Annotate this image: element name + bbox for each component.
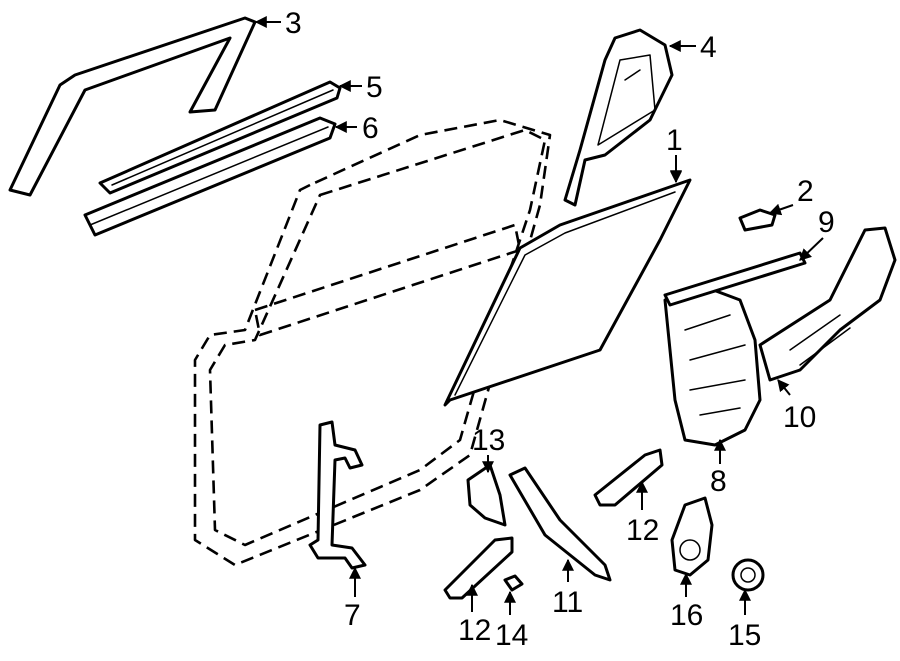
callout-4: 4 — [700, 31, 717, 64]
callout-12-upper: 12 — [626, 514, 659, 547]
window-regulator — [663, 283, 762, 447]
mounting-plate — [466, 463, 507, 527]
window-motor — [670, 496, 714, 577]
stationary-glass — [563, 28, 674, 207]
outer-belt-weatherstrip — [98, 80, 342, 195]
callout-11: 11 — [552, 586, 583, 619]
callout-12-lower: 12 — [458, 614, 491, 647]
callout-8: 8 — [710, 465, 727, 498]
regulator-carrier — [758, 226, 897, 382]
callout-13: 13 — [472, 424, 505, 457]
regulator-arm — [508, 466, 612, 582]
cable-guide-lower — [443, 536, 514, 600]
callout-9: 9 — [818, 206, 835, 239]
nut-part — [503, 574, 524, 592]
motor-gear — [731, 558, 765, 592]
cable-guide-upper — [593, 448, 664, 507]
callout-16: 16 — [670, 599, 703, 632]
rear-channel-bracket — [308, 420, 367, 570]
clip-part — [738, 208, 777, 232]
callout-3: 3 — [285, 7, 302, 40]
callout-6: 6 — [362, 112, 379, 145]
door-shell-outline — [193, 118, 552, 567]
callout-15: 15 — [728, 619, 761, 652]
callout-10: 10 — [783, 401, 816, 434]
inner-belt-weatherstrip — [83, 116, 337, 237]
upper-run-channel — [8, 16, 257, 197]
callout-5: 5 — [366, 71, 383, 104]
callout-7: 7 — [344, 599, 361, 632]
guide-rail — [663, 251, 807, 307]
callout-leaders — [254, 16, 824, 615]
callout-14: 14 — [495, 619, 528, 652]
callout-1: 1 — [666, 124, 683, 157]
callout-2: 2 — [797, 175, 814, 208]
door-glass — [443, 178, 692, 407]
